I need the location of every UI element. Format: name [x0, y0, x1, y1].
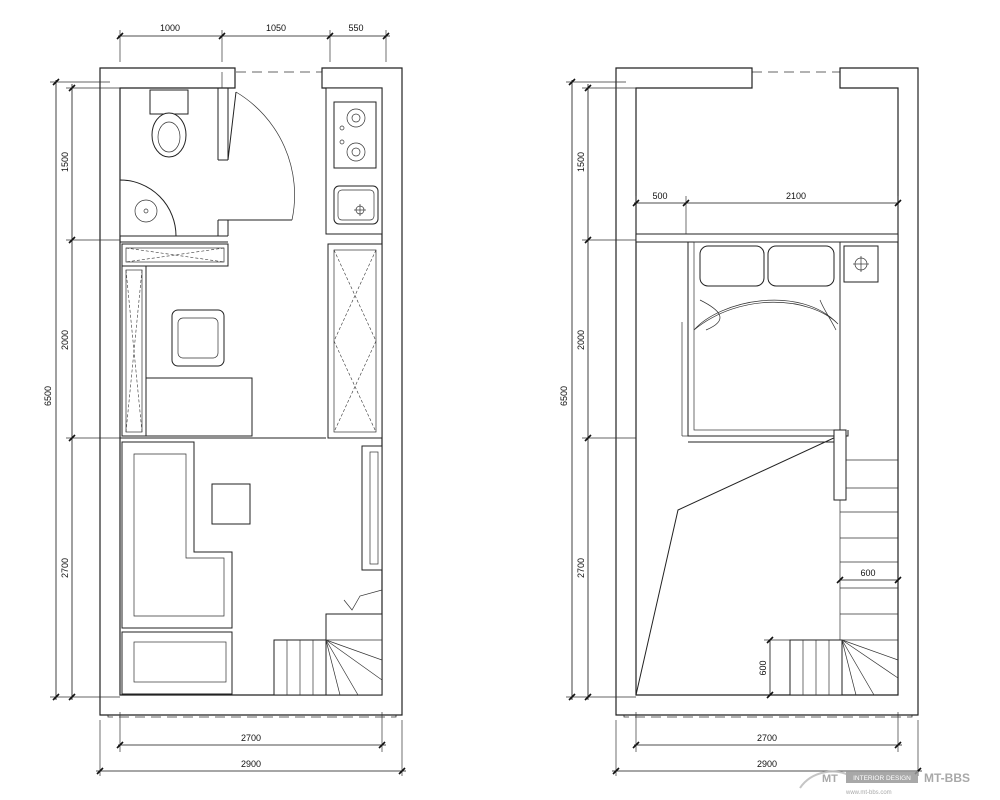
pillow: [699, 245, 765, 287]
bottom-dim-outer: 2900: [241, 759, 261, 769]
loft-floor-plan: 600 600 500 2100: [559, 67, 922, 776]
loft-bottom-dim-outer: 2900: [757, 759, 777, 769]
left-dim-2: 2000: [60, 330, 70, 350]
top-dimensions-ground: 1000 1050 550: [116, 23, 390, 62]
stair-width-dim: 600: [860, 568, 875, 578]
top-dim-2: 1050: [266, 23, 286, 33]
kitchen-sink: [333, 185, 379, 225]
inner-dimensions-loft: 600 600: [758, 568, 902, 699]
exterior-wall-loft: [615, 67, 919, 716]
watermark-tag-box: [846, 771, 918, 783]
watermark-logo-letters: MT: [822, 773, 838, 785]
l-shaped-desk: [121, 243, 253, 437]
loft-left-dim-1: 1500: [576, 152, 586, 172]
watermark-brand: MT-BBS: [924, 771, 970, 785]
loft-bottom-dim-inner: 2700: [757, 733, 777, 743]
loft-dim-2: 2100: [786, 191, 806, 201]
loft-left-dim-3: 2700: [576, 558, 586, 578]
gas-stove: [333, 101, 377, 169]
top-dimensions-loft: 500 2100: [632, 191, 902, 234]
toilet: [149, 89, 189, 158]
shower-basin: [119, 179, 177, 237]
watermark: MT INTERIOR DESIGN MT-BBS www.mt-bbs.com: [799, 770, 970, 796]
ground-floor-plan: 1000 1050 550 1500 2000 2700 6500: [43, 23, 406, 776]
stairs-ground: [273, 589, 383, 696]
stair-depth-dim: 600: [758, 660, 768, 675]
left-dimensions-loft: 1500 2000 2700 6500: [559, 78, 636, 701]
left-dim-3: 2700: [60, 558, 70, 578]
loft-left-dim-2: 2000: [576, 330, 586, 350]
sofa: [121, 441, 233, 695]
bottom-dimensions-loft: 2700 2900: [612, 712, 922, 776]
stairs-loft: [789, 429, 899, 696]
bed: [681, 241, 841, 437]
top-dim-1: 1000: [160, 23, 180, 33]
left-dim-1: 1500: [60, 152, 70, 172]
watermark-url: www.mt-bbs.com: [845, 790, 892, 796]
tv-console: [361, 445, 383, 571]
loft-beam: [635, 233, 899, 243]
overall-left-dim: 6500: [43, 386, 53, 406]
bottom-dim-inner: 2700: [241, 733, 261, 743]
nightstand: [843, 245, 879, 283]
bottom-dimensions-ground: 2700 2900: [96, 712, 406, 776]
loft-overall-left-dim: 6500: [559, 386, 569, 406]
desk-chair: [171, 309, 225, 367]
top-dim-3: 550: [348, 23, 363, 33]
pillow: [767, 245, 835, 287]
loft-dim-1: 500: [652, 191, 667, 201]
bathroom-door-swing: [235, 91, 295, 221]
wardrobe-right: [327, 243, 383, 439]
watermark-tag: INTERIOR DESIGN: [853, 775, 911, 782]
coffee-table: [211, 483, 251, 525]
left-dimensions-ground: 1500 2000 2700 6500: [43, 78, 120, 701]
